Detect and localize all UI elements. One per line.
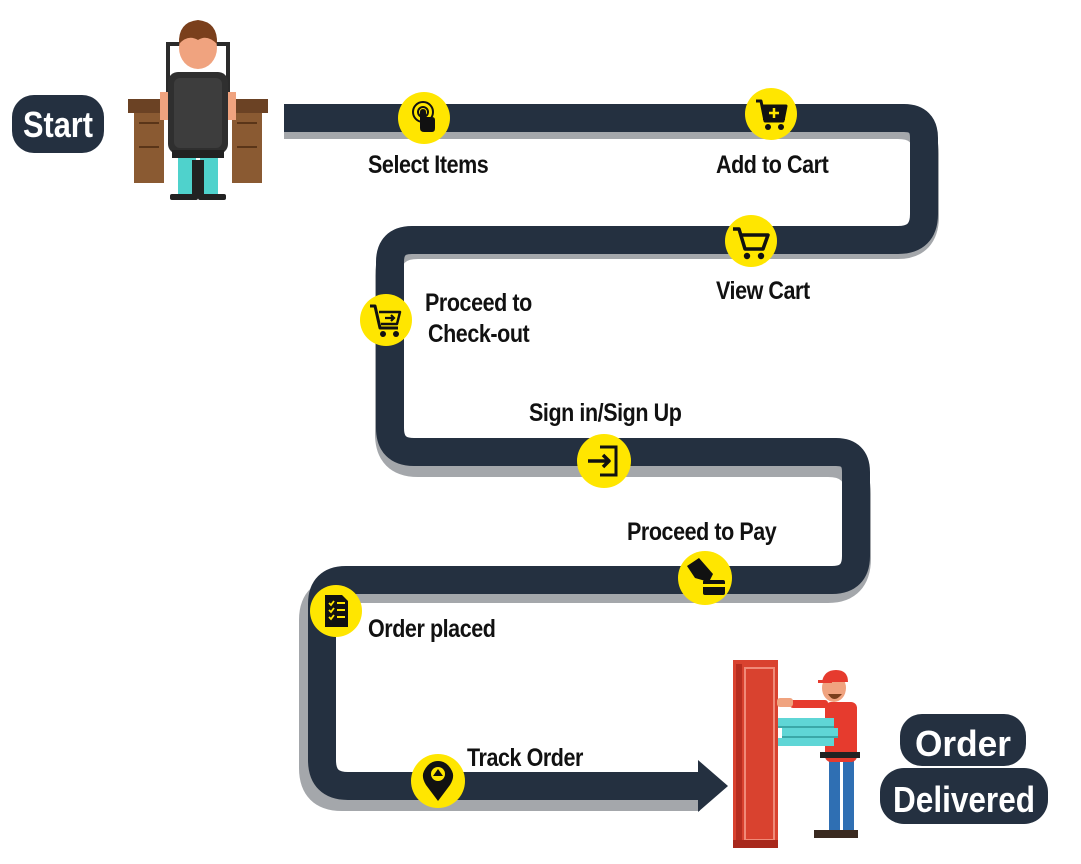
step-marker-track-order [411, 754, 465, 808]
order-list-icon [325, 595, 348, 627]
cart-add-icon [756, 99, 788, 130]
person-at-desk-illustration [128, 20, 268, 200]
step-marker-add-to-cart [745, 88, 797, 140]
step-marker-order-placed [310, 585, 362, 637]
cart-icon [733, 227, 770, 260]
step-label-view-cart: View Cart [716, 277, 810, 305]
step-marker-view-cart [725, 215, 777, 267]
road-arrowhead [698, 760, 728, 812]
step-marker-select-items [398, 92, 450, 144]
touch-icon [412, 101, 435, 132]
door-illustration [733, 660, 778, 848]
step-label-proceed-to-line1: Proceed to [425, 289, 532, 317]
step-label-order-placed: Order placed [368, 615, 496, 643]
step-marker-proceed-to-pay [678, 551, 732, 605]
cart-checkout-icon [370, 304, 402, 337]
delivery-person-illustration [777, 670, 860, 838]
map-pin-icon [422, 761, 454, 801]
sign-in-icon [588, 445, 618, 477]
step-marker-sign-in [577, 434, 631, 488]
delivered-label: Delivered [893, 779, 1035, 820]
step-label-select-items: Select Items [368, 151, 489, 179]
step-label-check-out-line2: Check-out [428, 320, 530, 348]
step-label-track-order: Track Order [467, 744, 583, 772]
start-badge: Start [12, 95, 104, 153]
start-label: Start [23, 104, 93, 145]
card-payment-icon [687, 558, 725, 595]
step-label-sign-in: Sign in/Sign Up [529, 399, 682, 427]
step-label-add-to-cart: Add to Cart [716, 151, 829, 179]
step-marker-proceed-to-checkout [360, 294, 412, 346]
order-delivered-badge: Order Delivered [880, 714, 1048, 824]
step-label-proceed-to-pay: Proceed to Pay [627, 518, 777, 546]
order-label: Order [915, 723, 1011, 764]
